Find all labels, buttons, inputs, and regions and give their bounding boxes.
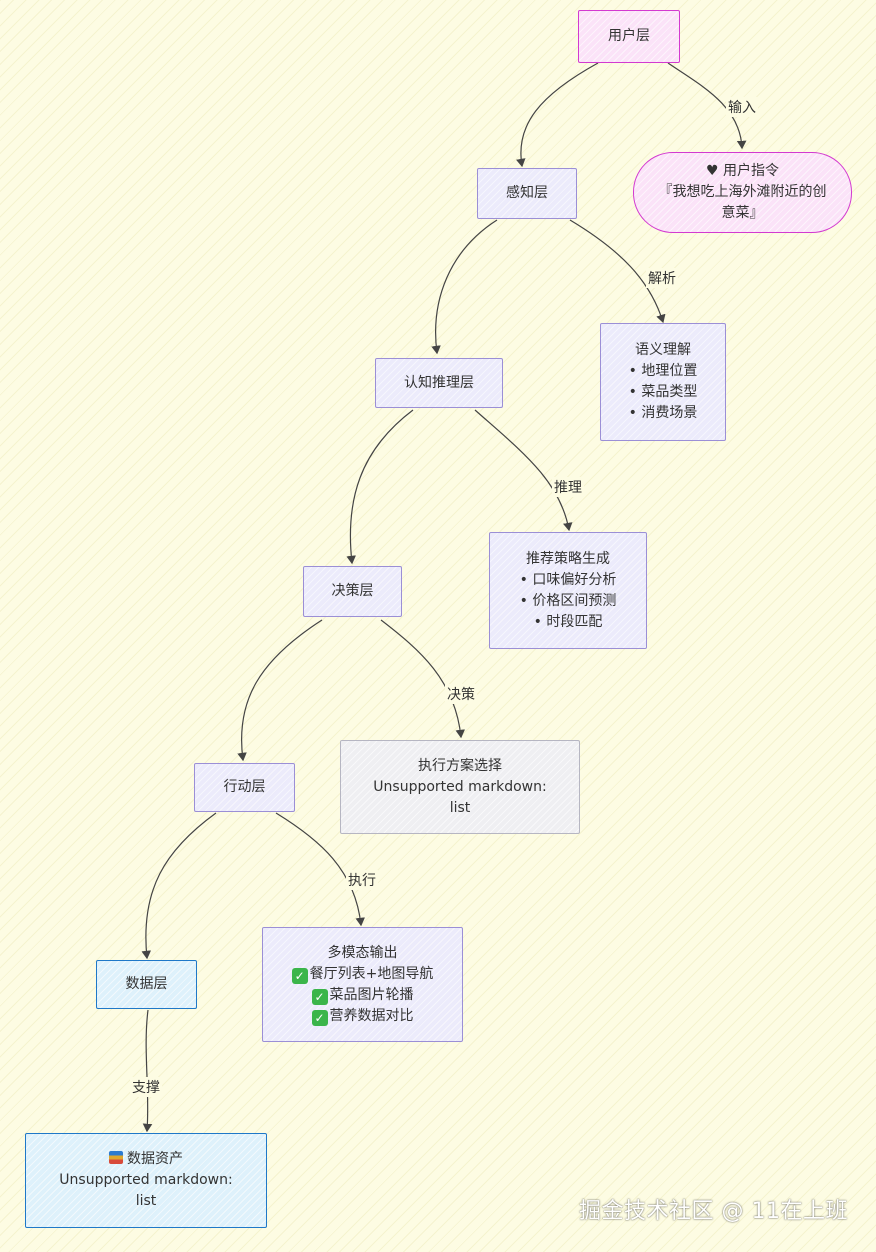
node-user-command[interactable]: ♥ 用户指令 『我想吃上海外滩附近的创 意菜』 bbox=[633, 152, 852, 233]
node-semantic-understanding[interactable]: 语义理解 • 地理位置 • 菜品类型 • 消费场景 bbox=[600, 323, 726, 441]
node-action-label: 行动层 bbox=[223, 779, 266, 795]
strategy-item: • 时段匹配 bbox=[533, 613, 603, 630]
edge-label-parse: 解析 bbox=[646, 268, 678, 288]
node-decision-label: 决策层 bbox=[331, 583, 374, 599]
exec-plan-line-1: Unsupported markdown: bbox=[373, 778, 547, 795]
strategy-item: • 口味偏好分析 bbox=[519, 571, 617, 588]
node-user-layer[interactable]: 用户层 bbox=[578, 10, 680, 63]
edge-cognition-to-decision bbox=[346, 409, 414, 565]
edge-perception-to-semantic bbox=[569, 219, 666, 324]
edge-action-to-output bbox=[275, 812, 365, 927]
checkmark-icon: ✓ bbox=[311, 1009, 328, 1026]
node-decision-layer[interactable]: 决策层 bbox=[303, 566, 402, 617]
output-item-label: 菜品图片轮播 bbox=[329, 986, 414, 1003]
node-action-layer[interactable]: 行动层 bbox=[194, 763, 295, 812]
output-item: ✓菜品图片轮播 bbox=[311, 985, 414, 1006]
exec-plan-line-2: list bbox=[449, 799, 471, 816]
edge-label-execute: 执行 bbox=[346, 870, 378, 890]
watermark: 掘金技术社区 @ 11在上班 bbox=[579, 1199, 848, 1224]
checkmark-icon: ✓ bbox=[291, 967, 308, 984]
node-cognition-layer[interactable]: 认知推理层 bbox=[375, 358, 503, 408]
output-item: ✓营养数据对比 bbox=[311, 1006, 414, 1027]
node-data-layer[interactable]: 数据层 bbox=[96, 960, 197, 1009]
node-strategy-generation[interactable]: 推荐策略生成 • 口味偏好分析 • 价格区间预测 • 时段匹配 bbox=[489, 532, 647, 649]
user-command-line-1: 『我想吃上海外滩附近的创 bbox=[658, 184, 827, 200]
data-assets-title: 数据资产 bbox=[127, 1151, 183, 1167]
semantic-item: • 菜品类型 bbox=[628, 384, 698, 400]
edge-decision-to-plan bbox=[380, 619, 466, 739]
exec-plan-title: 执行方案选择 bbox=[418, 757, 502, 774]
edge-action-to-data bbox=[141, 812, 217, 960]
edge-label-reason: 推理 bbox=[552, 477, 584, 497]
edge-perception-to-cognition bbox=[431, 219, 498, 355]
output-item-label: 餐厅列表+地图导航 bbox=[309, 965, 434, 982]
edge-label-decide: 决策 bbox=[445, 684, 477, 704]
strategy-title: 推荐策略生成 bbox=[526, 550, 610, 567]
semantic-item: • 地理位置 bbox=[628, 363, 698, 379]
data-assets-line-2: list bbox=[135, 1193, 157, 1209]
edge-cognition-to-strategy bbox=[474, 409, 573, 532]
output-title: 多模态输出 bbox=[327, 944, 398, 961]
node-data-assets[interactable]: 数据资产 Unsupported markdown: list bbox=[25, 1133, 267, 1228]
books-icon bbox=[109, 1151, 123, 1164]
semantic-item: • 消费场景 bbox=[628, 405, 698, 421]
data-assets-line-1: Unsupported markdown: bbox=[59, 1172, 233, 1188]
semantic-title: 语义理解 bbox=[635, 342, 691, 358]
checkmark-icon: ✓ bbox=[311, 988, 328, 1005]
user-command-title: ♥ 用户指令 bbox=[705, 163, 779, 179]
output-item-label: 营养数据对比 bbox=[329, 1007, 414, 1024]
data-assets-title-row: 数据资产 bbox=[109, 1149, 183, 1170]
user-command-line-2: 意菜』 bbox=[721, 205, 764, 221]
strategy-item: • 价格区间预测 bbox=[519, 592, 617, 609]
node-perception-label: 感知层 bbox=[506, 185, 548, 201]
output-item: ✓餐厅列表+地图导航 bbox=[291, 964, 434, 985]
node-cognition-label: 认知推理层 bbox=[404, 374, 474, 391]
edge-user-to-perception bbox=[516, 62, 599, 168]
edge-user-to-command bbox=[667, 62, 747, 150]
node-execution-plan[interactable]: 执行方案选择 Unsupported markdown: list bbox=[340, 740, 580, 834]
edge-data-to-assets bbox=[142, 1009, 153, 1133]
node-data-label: 数据层 bbox=[125, 976, 168, 992]
node-perception-layer[interactable]: 感知层 bbox=[477, 168, 577, 219]
node-user-layer-label: 用户层 bbox=[608, 28, 650, 44]
edge-label-support: 支撑 bbox=[130, 1077, 162, 1097]
node-multimodal-output[interactable]: 多模态输出 ✓餐厅列表+地图导航 ✓菜品图片轮播 ✓营养数据对比 bbox=[262, 927, 463, 1042]
edge-label-input: 输入 bbox=[726, 97, 758, 117]
edge-decision-to-action bbox=[237, 619, 323, 762]
